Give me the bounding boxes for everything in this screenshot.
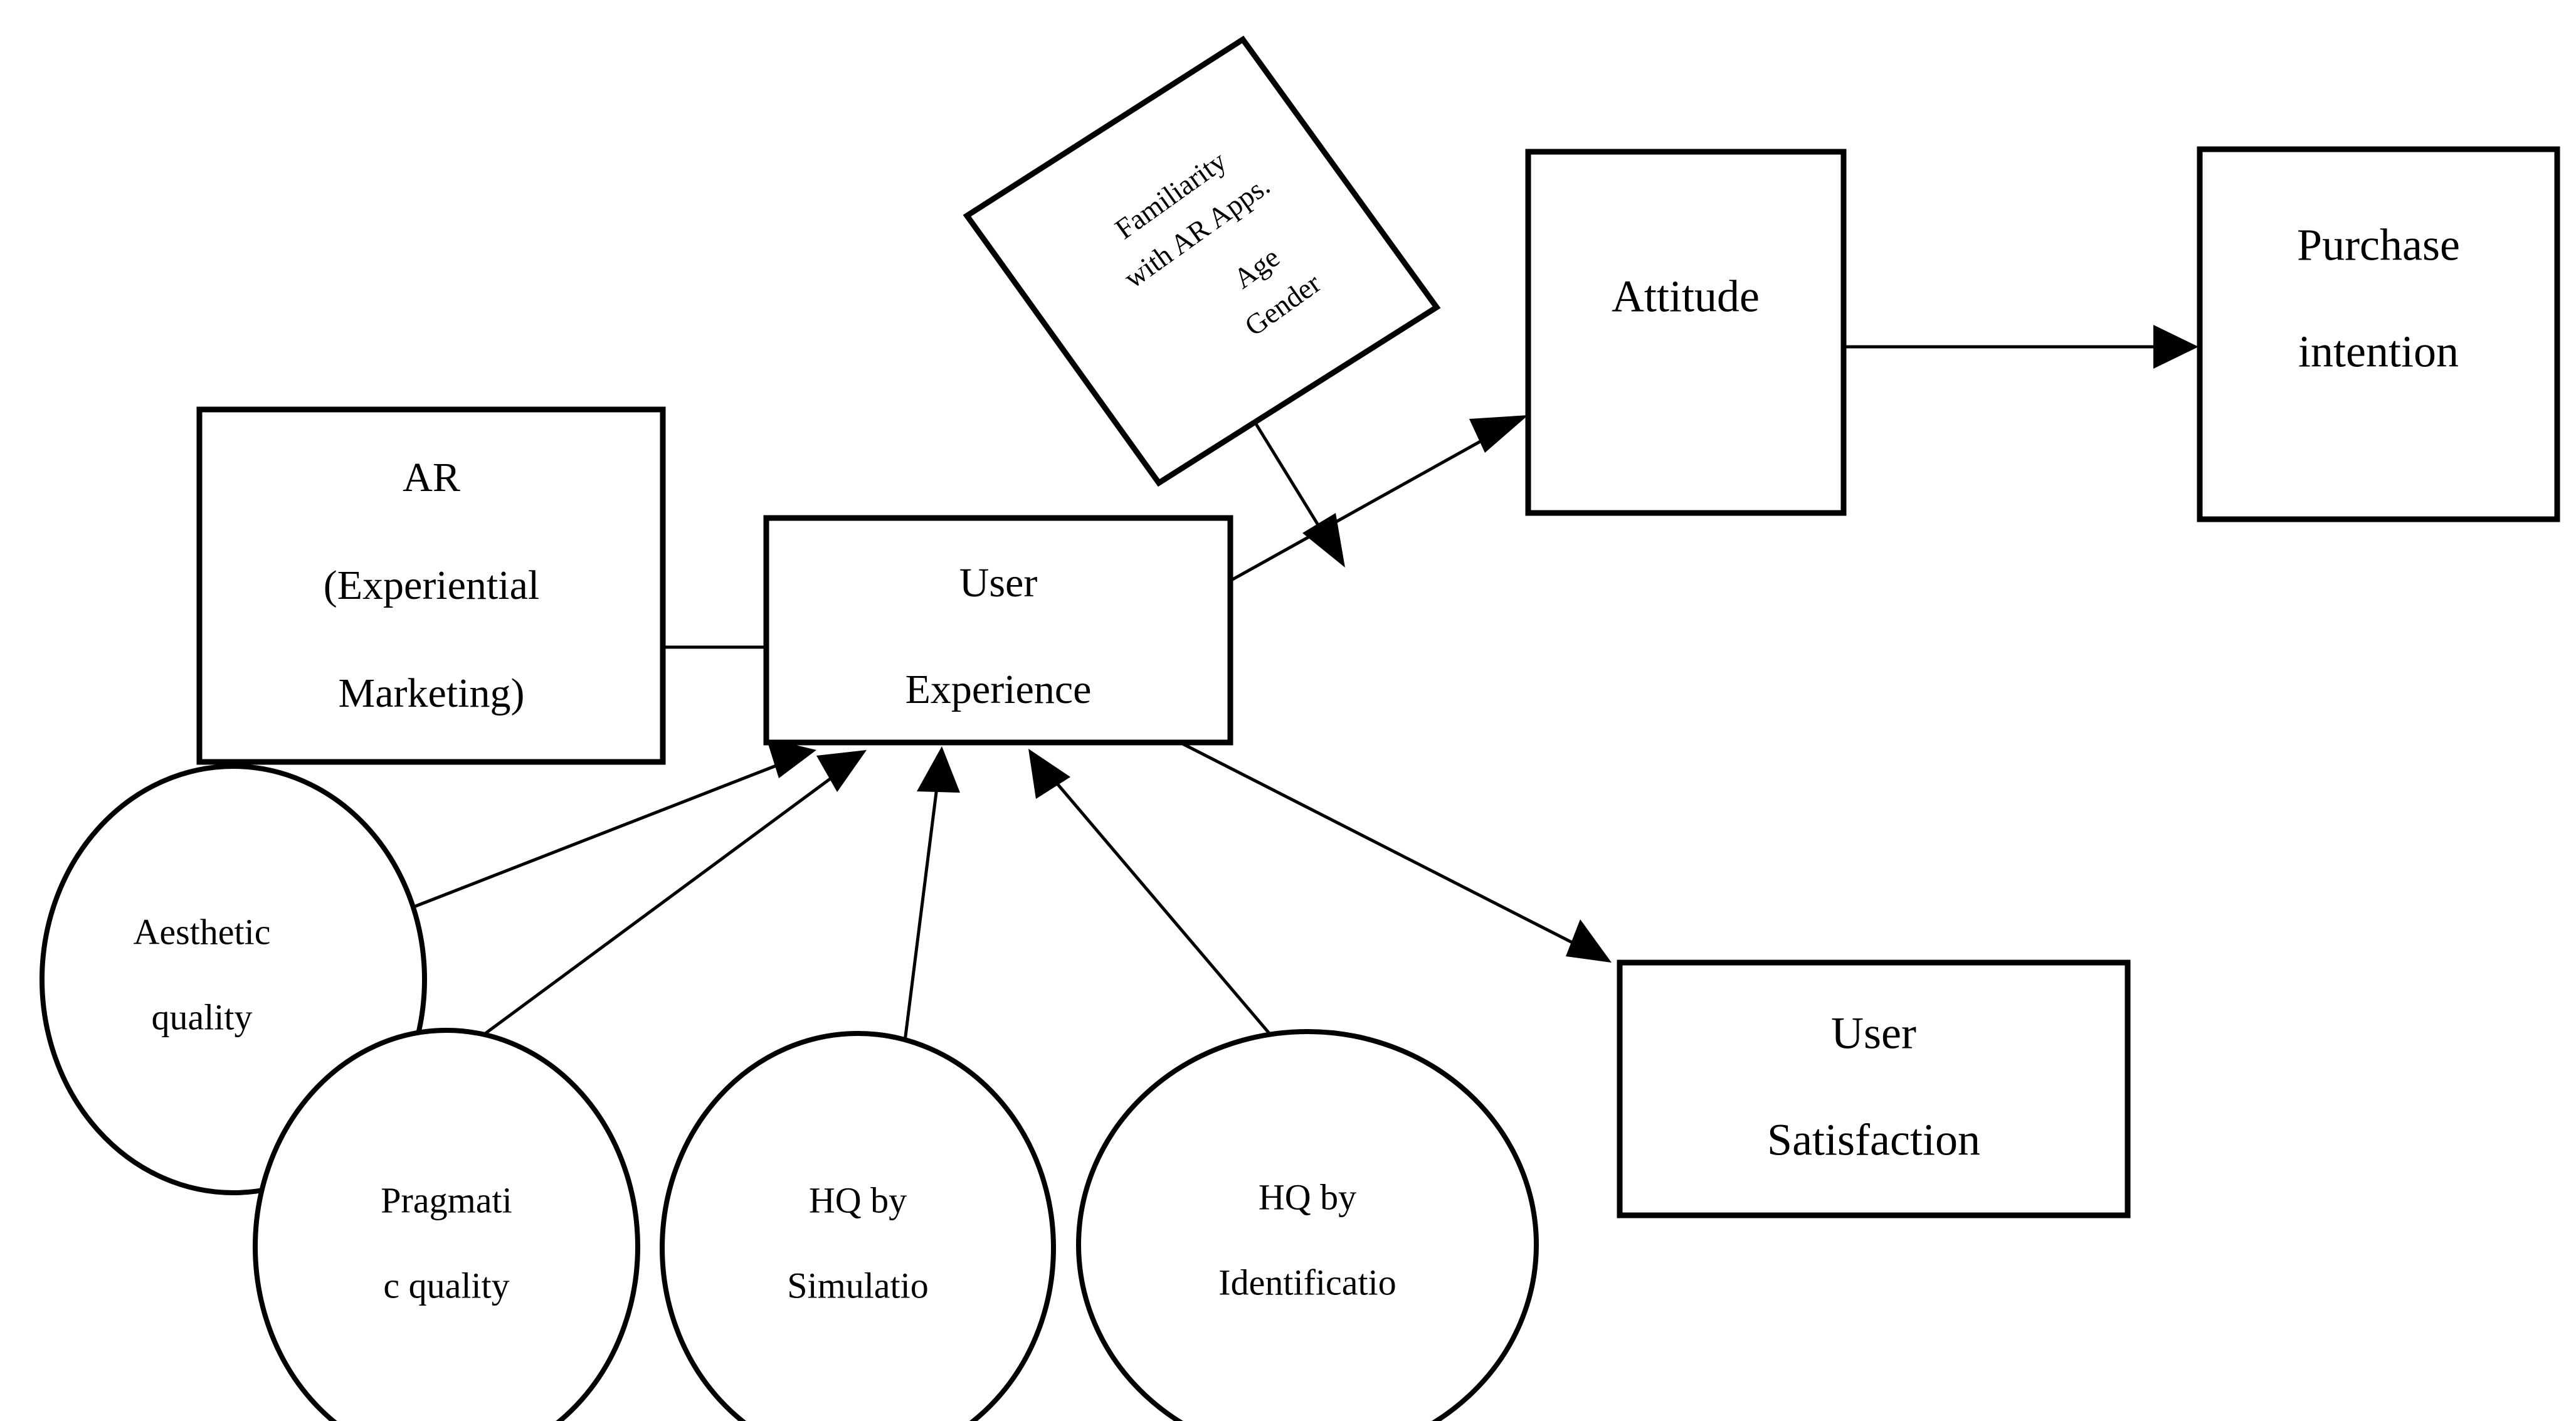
- ar-label-line1: AR: [403, 455, 460, 500]
- user-experience-label-line2: Experience: [905, 667, 1092, 712]
- node-hq-by-simulation[interactable]: HQ by Simulatio: [660, 1031, 1056, 1421]
- aesthetic-quality-label-line2: quality: [151, 996, 252, 1037]
- edge-moderators-to-ux-attitude-path: [1251, 418, 1345, 568]
- node-attitude[interactable]: Attitude: [1525, 149, 1847, 516]
- pragmatic-quality-label-line1: Pragmati: [381, 1180, 512, 1220]
- node-user-experience[interactable]: User Experience: [763, 515, 1233, 746]
- edge-hq-by-simulation-to-user-experience: [900, 746, 960, 1067]
- pragmatic-quality-label-line2: c quality: [383, 1265, 509, 1306]
- node-hq-by-identification[interactable]: HQ by Identificatio: [1076, 1029, 1539, 1421]
- edge-aesthetic-quality-to-user-experience: [410, 738, 816, 910]
- node-purchase-intention[interactable]: Purchase intention: [2197, 146, 2560, 522]
- purchase-intention-label-line1: Purchase: [2297, 220, 2460, 270]
- edge-pragmatic-quality-to-user-experience: [431, 750, 867, 1074]
- hq-by-simulation-label-line1: HQ by: [809, 1180, 907, 1220]
- user-experience-label-line1: User: [959, 560, 1038, 606]
- node-ar-experiential-marketing[interactable]: AR (Experiential Marketing): [196, 406, 666, 765]
- node-moderators-diamond[interactable]: Familiarity with AR Apps. Age Gender: [963, 35, 1441, 487]
- aesthetic-quality-label-line1: Aesthetic: [133, 911, 270, 952]
- ar-label-line2: (Experiential: [324, 563, 540, 608]
- user-satisfaction-label-line2: Satisfaction: [1767, 1115, 1980, 1165]
- hq-by-simulation-label-line2: Simulatio: [787, 1265, 929, 1306]
- edge-user-experience-to-user-satisfaction: [1174, 738, 1612, 963]
- edge-hq-by-identification-to-user-experience: [1028, 749, 1293, 1061]
- edge-user-experience-to-attitude: [1229, 415, 1528, 583]
- node-pragmatic-quality[interactable]: Pragmati c quality: [253, 1028, 640, 1421]
- node-user-satisfaction[interactable]: User Satisfaction: [1617, 959, 2131, 1218]
- hq-by-identification-label-line2: Identificatio: [1218, 1262, 1396, 1302]
- user-satisfaction-label-line1: User: [1831, 1008, 1916, 1059]
- hq-by-identification-label-line1: HQ by: [1259, 1176, 1356, 1217]
- attitude-label: Attitude: [1612, 272, 1760, 322]
- purchase-intention-label-line2: intention: [2298, 327, 2459, 377]
- ar-label-line3: Marketing): [339, 670, 525, 716]
- edge-attitude-to-purchase-intention: [1844, 325, 2199, 369]
